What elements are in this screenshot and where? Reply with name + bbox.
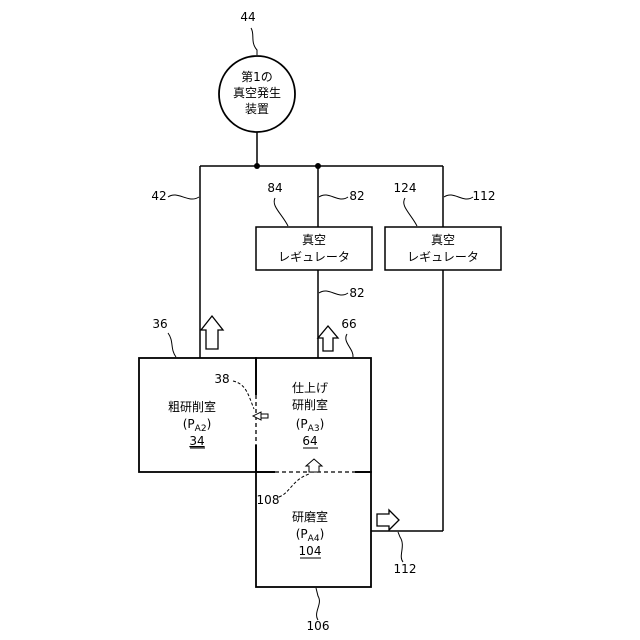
rough-pressure-sub: A2 bbox=[195, 424, 207, 434]
finish-chamber-ref: 66 bbox=[341, 317, 356, 331]
polish-chamber-number: 104 bbox=[299, 544, 322, 558]
vacuum-regulator-right: 真空 レギュレータ bbox=[385, 227, 501, 270]
rough-chamber-leader bbox=[168, 333, 176, 357]
polish-chamber-name: 研磨室 bbox=[292, 509, 328, 524]
mid-line-lower-ref: 82 bbox=[349, 286, 364, 300]
polishing-chamber bbox=[256, 472, 371, 587]
rough-grinding-chamber bbox=[139, 358, 256, 472]
opening-left-leader bbox=[233, 381, 254, 409]
rough-chamber-ref: 36 bbox=[152, 317, 167, 331]
generator-ref-number: 44 bbox=[240, 10, 255, 24]
right-line-leader bbox=[444, 195, 473, 199]
finish-pressure-sub: A3 bbox=[308, 424, 320, 434]
finish-chamber-number: 64 bbox=[302, 434, 317, 448]
generator-label-line-3: 装置 bbox=[245, 102, 269, 116]
opening-bottom-ref: 108 bbox=[257, 493, 280, 507]
junction-dot-generator bbox=[254, 163, 260, 169]
generator-label-line-1: 第1の bbox=[241, 70, 273, 84]
generator-label-line-2: 真空発生 bbox=[233, 86, 281, 100]
polish-chamber-pressure: (PA4) bbox=[296, 527, 325, 544]
finish-pressure-end: ) bbox=[320, 417, 325, 431]
opening-bottom-leader bbox=[279, 474, 309, 497]
regulator-left-line-1: 真空 bbox=[302, 233, 326, 247]
regulator-right-ref: 124 bbox=[394, 181, 417, 195]
generator-leader-line bbox=[251, 28, 257, 55]
polish-pressure-main: (P bbox=[296, 527, 308, 541]
polish-pressure-end: ) bbox=[320, 527, 325, 541]
flow-arrow-right-polish bbox=[377, 510, 399, 530]
flow-arrow-up-finish bbox=[318, 326, 338, 351]
right-line-ref: 112 bbox=[473, 189, 496, 203]
left-line-ref: 42 bbox=[151, 189, 166, 203]
regulator-left-ref: 84 bbox=[267, 181, 282, 195]
regulator-right-line-2: レギュレータ bbox=[407, 250, 479, 264]
vacuum-regulator-left: 真空 レギュレータ bbox=[256, 227, 372, 270]
rough-chamber-name: 粗研削室 bbox=[168, 399, 216, 414]
opening-left-ref: 38 bbox=[214, 372, 229, 386]
mid-line-upper-leader bbox=[319, 195, 348, 199]
flow-arrow-up-rough bbox=[201, 316, 223, 349]
polish-chamber-ref: 106 bbox=[307, 619, 330, 633]
bottom-right-line-ref: 112 bbox=[394, 562, 417, 576]
bottom-right-line-leader bbox=[398, 532, 403, 562]
finish-grinding-chamber bbox=[256, 358, 371, 472]
rough-pressure-end: ) bbox=[207, 417, 212, 431]
regulator-left-leader bbox=[274, 198, 288, 226]
polish-pressure-sub: A4 bbox=[308, 534, 320, 544]
polish-chamber-leader bbox=[316, 588, 319, 620]
junction-dot-middle bbox=[315, 163, 321, 169]
finish-chamber-line-2: 研削室 bbox=[292, 397, 328, 412]
regulator-right-leader bbox=[404, 198, 417, 226]
vacuum-generator: 第1の 真空発生 装置 bbox=[219, 56, 295, 132]
mid-line-lower-leader bbox=[319, 291, 348, 295]
finish-chamber-leader bbox=[346, 334, 353, 357]
rough-chamber-pressure: (PA2) bbox=[183, 417, 212, 434]
finish-pressure-main: (P bbox=[296, 417, 308, 431]
finish-chamber-line-1: 仕上げ bbox=[292, 381, 328, 395]
finish-chamber-pressure: (PA3) bbox=[296, 417, 325, 434]
left-line-leader bbox=[168, 195, 199, 199]
rough-pressure-main: (P bbox=[183, 417, 195, 431]
regulator-left-line-2: レギュレータ bbox=[278, 250, 350, 264]
regulator-right-line-1: 真空 bbox=[431, 233, 455, 247]
rough-chamber-number: 34 bbox=[189, 434, 204, 448]
mid-line-upper-ref: 82 bbox=[349, 189, 364, 203]
